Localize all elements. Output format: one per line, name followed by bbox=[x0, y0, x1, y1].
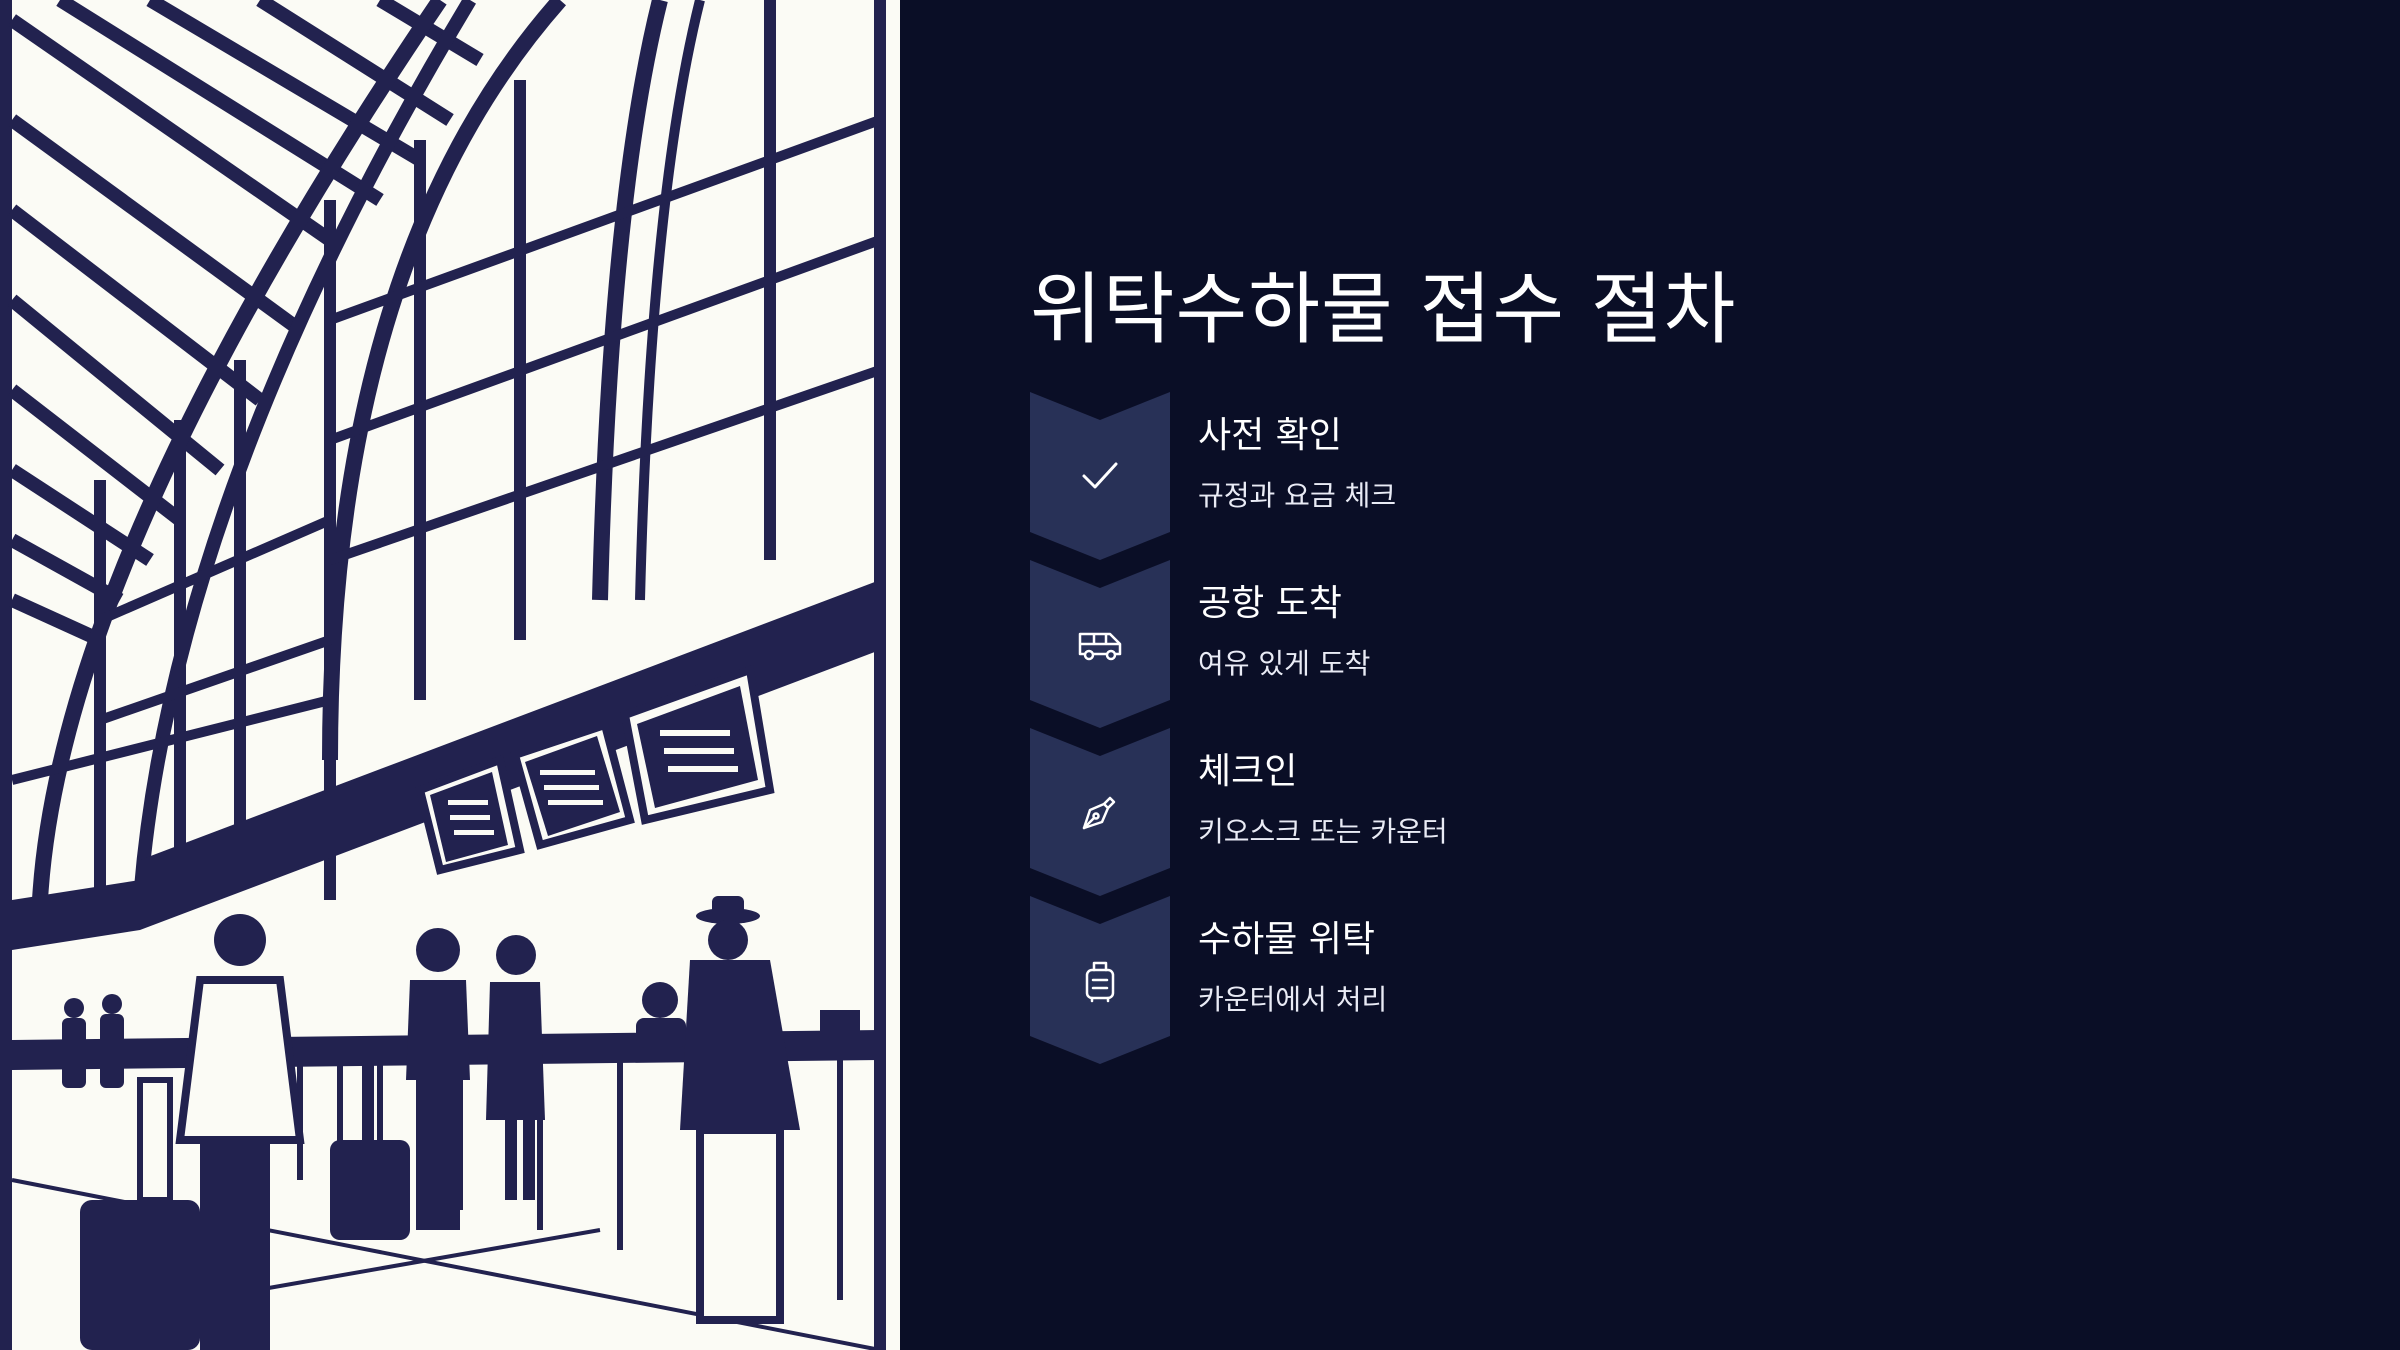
step-title: 공항 도착 bbox=[1198, 582, 1342, 624]
chevron-shape bbox=[1030, 727, 1170, 896]
luggage-icon bbox=[1070, 950, 1130, 1010]
step-title: 체크인 bbox=[1198, 750, 1298, 792]
step-title: 사전 확인 bbox=[1198, 414, 1342, 456]
van-icon bbox=[1070, 614, 1130, 674]
airport-terminal-illustration bbox=[0, 0, 900, 1350]
step-description: 카운터에서 처리 bbox=[1198, 982, 1388, 1016]
step-precheck: 사전 확인 규정과 요금 체크 bbox=[1030, 391, 2230, 560]
step-description: 규정과 요금 체크 bbox=[1198, 478, 1397, 512]
chevron-shape bbox=[1030, 391, 1170, 560]
step-title: 수하물 위탁 bbox=[1198, 918, 1376, 960]
step-description: 여유 있게 도착 bbox=[1198, 646, 1371, 680]
check-icon bbox=[1070, 446, 1130, 506]
step-description: 키오스크 또는 카운터 bbox=[1198, 814, 1448, 848]
page-title: 위탁수하물 접수 절차 bbox=[1030, 265, 1737, 355]
step-airport-arrival: 공항 도착 여유 있게 도착 bbox=[1030, 559, 2230, 728]
steps-list: 사전 확인 규정과 요금 체크 공항 도착 여유 있게 도착 bbox=[1030, 391, 2230, 1064]
step-checkin: 체크인 키오스크 또는 카운터 bbox=[1030, 727, 2230, 896]
procedure-panel: 위탁수하물 접수 절차 사전 확인 규정과 요금 체크 bbox=[1030, 265, 2230, 1064]
step-baggage-drop: 수하물 위탁 카운터에서 처리 bbox=[1030, 895, 2230, 1064]
pen-nib-icon bbox=[1070, 782, 1130, 842]
